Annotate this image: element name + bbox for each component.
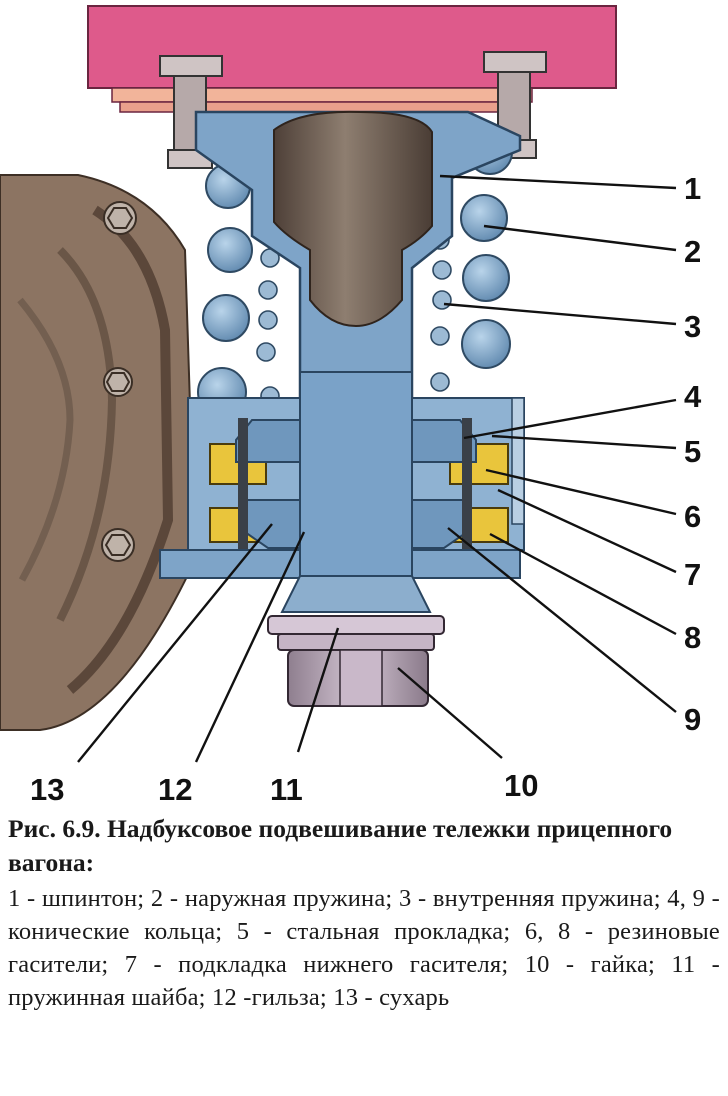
leader-11	[296, 627, 340, 753]
inner-spring	[256, 230, 452, 406]
callout-6: 6	[684, 499, 701, 534]
housing-bolt	[103, 367, 133, 397]
callout-9: 9	[684, 702, 701, 737]
leader-12	[194, 531, 306, 763]
callout-2: 2	[684, 234, 701, 269]
leader-6	[485, 468, 677, 516]
sleeve-12	[299, 371, 413, 599]
leader-9	[447, 527, 677, 713]
rubber-damper-6-right	[449, 443, 509, 485]
housing-bolt	[101, 528, 135, 562]
leader-1	[439, 174, 677, 190]
callout-1: 1	[684, 171, 701, 206]
callout-8: 8	[684, 620, 701, 655]
callout-13: 13	[30, 772, 64, 807]
spring-washer-11	[267, 615, 445, 651]
axle-box-housing	[0, 174, 197, 731]
suspension-diagram: 1 2 3 4 5 6 7 8 9 10 11 12 13	[0, 5, 702, 807]
leader-8	[489, 532, 677, 636]
leader-3	[443, 302, 677, 326]
leader-13	[77, 523, 273, 763]
housing-bolt	[103, 201, 137, 235]
caption-title: Рис. 6.9. Надбуксовое подвешивание тележ…	[8, 814, 673, 877]
retaining-dark	[238, 418, 248, 550]
steel-strip-5	[511, 397, 525, 525]
callout-5: 5	[684, 434, 701, 469]
callout-4: 4	[684, 379, 702, 414]
leader-2	[483, 224, 677, 252]
callout-11: 11	[270, 772, 303, 807]
retaining-dark	[462, 418, 472, 550]
nut-face	[339, 649, 383, 707]
caption-legend: 1 - шпинтон; 2 - наружная пружина; 3 - в…	[8, 885, 720, 1011]
spindle-cavity	[273, 110, 433, 328]
callout-7: 7	[684, 557, 701, 592]
sleeve-flare	[280, 575, 432, 613]
figure-caption: Рис. 6.9. Надбуксовое подвешивание тележ…	[8, 812, 720, 1014]
leader-10	[397, 667, 503, 759]
leader-7	[497, 488, 677, 574]
leader-5	[491, 434, 677, 450]
callout-12: 12	[158, 772, 192, 807]
leader-lines	[77, 174, 677, 763]
callout-3: 3	[684, 309, 701, 344]
leader-4	[463, 398, 677, 440]
callout-10: 10	[504, 768, 538, 803]
